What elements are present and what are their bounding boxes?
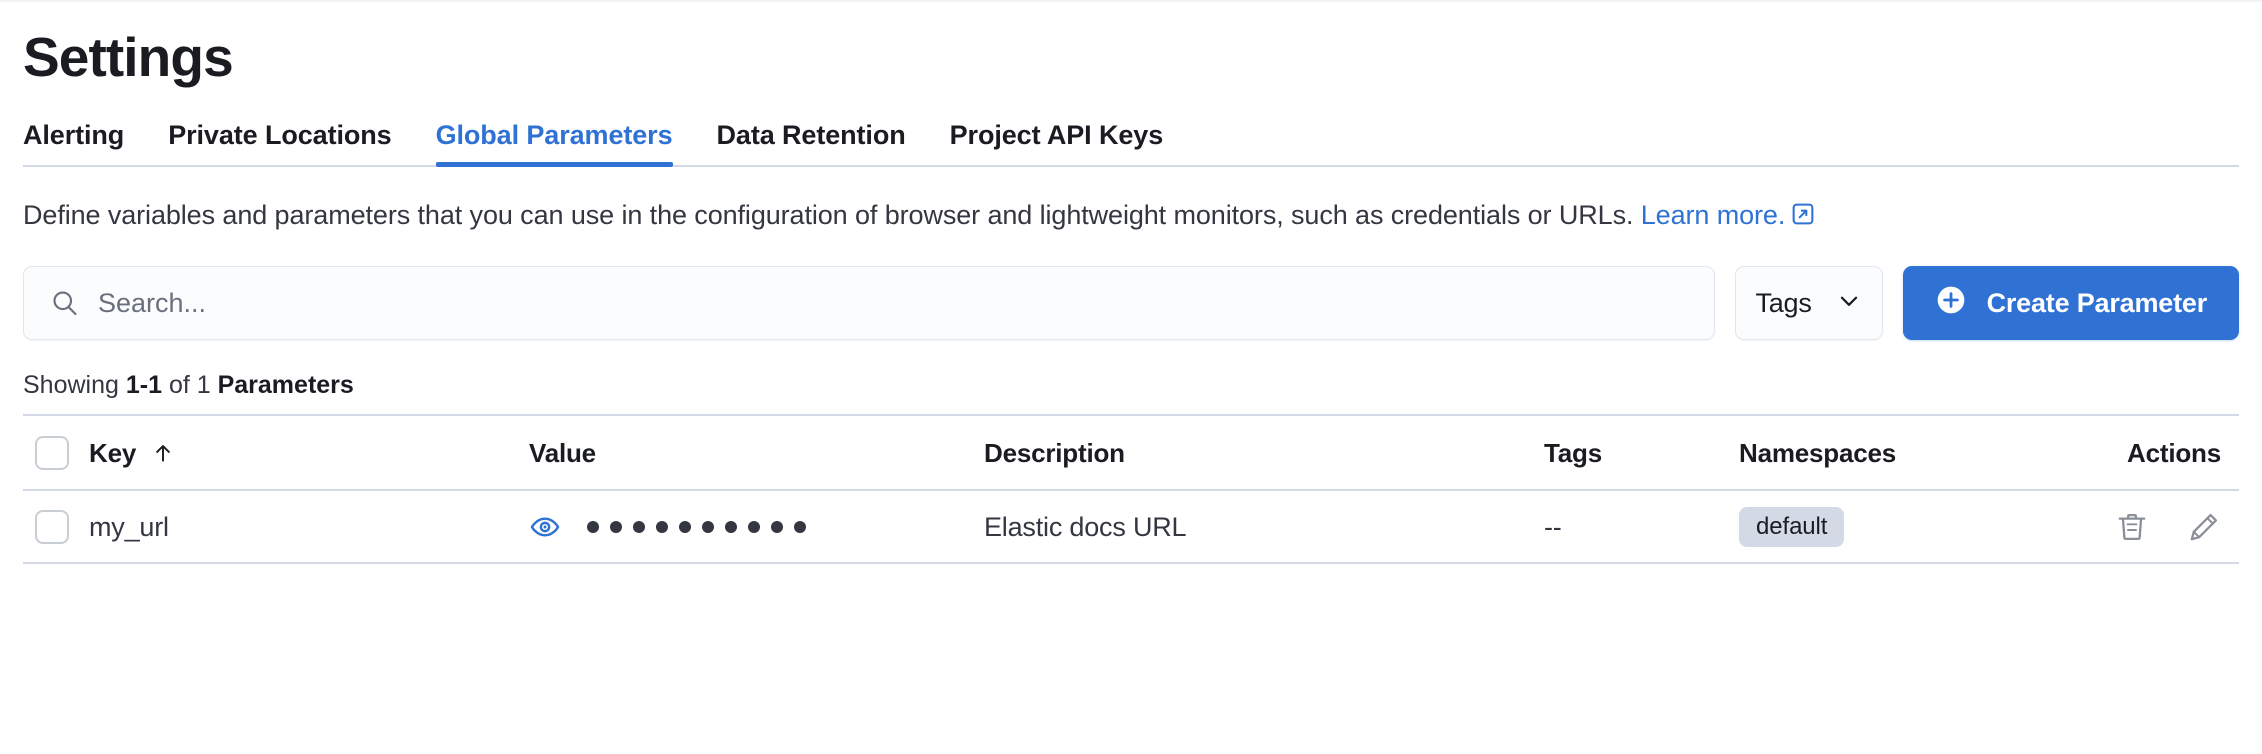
tab-project-api-keys[interactable]: Project API Keys	[949, 120, 1164, 150]
masked-value-dots	[587, 520, 806, 533]
column-header-namespaces: Namespaces	[1739, 437, 1909, 469]
cell-tags: --	[1544, 510, 1739, 544]
column-header-tags: Tags	[1544, 437, 1739, 469]
tab-alerting[interactable]: Alerting	[23, 120, 125, 150]
column-header-value-label: Value	[529, 437, 596, 468]
learn-more-link[interactable]: Learn more.	[1640, 200, 1786, 230]
delete-icon[interactable]	[2115, 510, 2149, 544]
table-row: my_url Elastic docs URL -- defau	[23, 489, 2239, 564]
column-header-actions: Actions	[1909, 437, 2239, 469]
tab-private-locations[interactable]: Private Locations	[168, 120, 392, 150]
controls-row: Tags Create Parameter	[0, 266, 2262, 340]
search-box[interactable]	[23, 266, 1715, 340]
eye-icon[interactable]	[529, 511, 561, 543]
tab-data-retention[interactable]: Data Retention	[716, 120, 906, 150]
edit-icon[interactable]	[2187, 510, 2221, 544]
results-prefix: Showing	[23, 371, 126, 399]
column-header-description-label: Description	[984, 437, 1125, 468]
cell-value	[529, 511, 984, 543]
create-parameter-label: Create Parameter	[1986, 287, 2208, 318]
column-header-key[interactable]: Key	[89, 437, 529, 469]
tab-list: Alerting Private Locations Global Parame…	[23, 117, 2239, 167]
cell-description: Elastic docs URL	[984, 510, 1544, 544]
namespace-badge: default	[1739, 506, 1845, 547]
column-header-description: Description	[984, 437, 1544, 469]
results-range: 1-1	[125, 371, 162, 399]
search-input[interactable]	[98, 286, 1688, 320]
row-checkbox[interactable]	[35, 509, 69, 544]
column-header-key-label: Key	[89, 437, 137, 468]
cell-tags-value: --	[1544, 511, 1562, 542]
description-body: Define variables and parameters that you…	[23, 200, 1641, 230]
search-icon	[50, 288, 80, 318]
table-header-row: Key Value Description Tags Namespaces	[23, 414, 2239, 489]
results-entity: Parameters	[217, 371, 354, 399]
cell-key: my_url	[89, 510, 529, 544]
cell-description-value: Elastic docs URL	[984, 511, 1187, 542]
row-select-cell	[23, 509, 89, 544]
column-header-tags-label: Tags	[1544, 437, 1602, 468]
column-header-value: Value	[529, 437, 984, 469]
tags-filter-label: Tags	[1755, 288, 1812, 318]
plus-circle-icon	[1935, 284, 1967, 323]
tabs-container: Alerting Private Locations Global Parame…	[0, 117, 2262, 167]
select-all-cell	[23, 435, 89, 470]
tab-global-parameters[interactable]: Global Parameters	[435, 119, 673, 167]
description-text: Define variables and parameters that you…	[0, 191, 2180, 240]
results-count: Showing 1-1 of 1 Parameters	[0, 370, 2262, 400]
select-all-checkbox[interactable]	[35, 435, 69, 470]
cell-key-value: my_url	[89, 511, 169, 542]
chevron-down-icon	[1836, 288, 1862, 319]
cell-namespaces: default	[1739, 506, 1909, 547]
page-title: Settings	[23, 26, 234, 88]
tags-filter-button[interactable]: Tags	[1734, 266, 1883, 340]
external-link-icon[interactable]	[1792, 192, 1814, 240]
results-middle: of 1	[162, 371, 218, 399]
column-header-namespaces-label: Namespaces	[1739, 437, 1896, 468]
column-header-actions-label: Actions	[2127, 437, 2221, 468]
arrow-up-icon[interactable]	[150, 440, 176, 466]
create-parameter-button[interactable]: Create Parameter	[1902, 266, 2239, 340]
cell-actions	[1909, 510, 2239, 544]
parameters-table: Key Value Description Tags Namespaces	[0, 414, 2262, 564]
